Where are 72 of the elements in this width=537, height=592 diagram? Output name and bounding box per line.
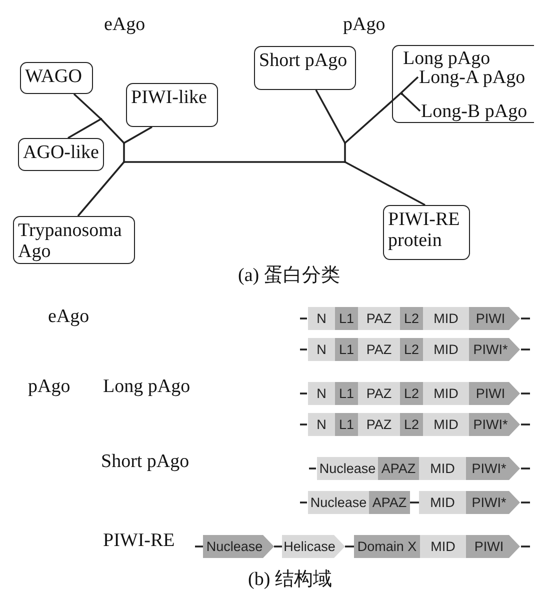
clade-box: PIWI-like [126,83,218,127]
domain-block: PAZ [358,413,400,436]
domain-block: PAZ [358,382,400,405]
tree-branch [344,92,402,144]
domain-block: PIWI* [469,338,520,361]
domain-block: N [308,413,335,436]
tree-branch [77,161,125,217]
tree-branch [315,90,346,144]
tree-branch [344,161,426,206]
linker-line [274,546,282,548]
domain-block: MID [423,338,469,361]
domain-block: PIWI [469,307,520,330]
tree-branch [68,118,102,139]
clade-label: Long-B pAgo [421,101,531,123]
tree-branch [123,143,125,162]
group-label: Short pAgo [101,451,190,473]
domain-block: PIWI [466,535,520,558]
domain-block: L2 [400,307,423,330]
clade-box: WAGO [20,62,93,94]
domain-block: N [308,307,335,330]
domain-block: PIWI* [466,457,520,480]
subfigure-caption: (a) 蛋白分类 [238,265,340,287]
linker-line [345,546,354,548]
domain-block: Helicase [282,535,345,558]
domain-block: PIWI [469,382,520,405]
clade-box: Trypanosoma Ago [13,216,135,264]
domain-block: Nuclease [308,491,369,514]
domain-block: MID [419,457,466,480]
domain-block: L1 [335,338,358,361]
clade-box: PIWI-RE protein [383,205,470,260]
tree-branch [124,161,345,163]
tree-branch [344,143,346,162]
tree-branch [400,76,419,94]
domain-block: MID [423,382,469,405]
clade-box: Short pAgo [254,46,356,90]
subfigure-caption: (b) 结构域 [248,569,332,591]
domain-block: MID [420,535,466,558]
domain-block: APAZ [378,457,419,480]
domain-block: L2 [400,338,423,361]
domain-block: PAZ [358,307,400,330]
group-label: pAgo [343,14,386,36]
clade-group-box [392,45,534,123]
domain-block: Domain X [354,535,420,558]
tree-branch [100,118,125,144]
domain-block: PIWI* [466,491,520,514]
linker-line [410,502,419,504]
group-label: pAgo [28,376,70,398]
domain-block: N [308,338,335,361]
domain-block: N [308,382,335,405]
domain-block: MID [419,491,466,514]
tree-branch [73,93,102,120]
group-label: PIWI-RE [103,530,175,552]
tree-branch [400,92,421,112]
domain-block: L2 [400,382,423,405]
domain-block: Nuclease [317,457,378,480]
domain-block: PAZ [358,338,400,361]
domain-block: L1 [335,413,358,436]
domain-block: L2 [400,413,423,436]
clade-box: AGO-like [18,138,104,171]
domain-block: MID [423,413,469,436]
domain-block: APAZ [369,491,410,514]
group-heading: Long pAgo [403,48,490,69]
group-label: Long pAgo [103,376,190,398]
domain-block: L1 [335,382,358,405]
group-label: eAgo [104,14,146,36]
domain-block: L1 [335,307,358,330]
domain-block: MID [423,307,469,330]
group-label: eAgo [48,306,90,328]
domain-block: Nuclease [203,535,274,558]
clade-label: Long-A pAgo [419,67,529,89]
domain-block: PIWI* [469,413,520,436]
tree-branch [124,126,152,144]
